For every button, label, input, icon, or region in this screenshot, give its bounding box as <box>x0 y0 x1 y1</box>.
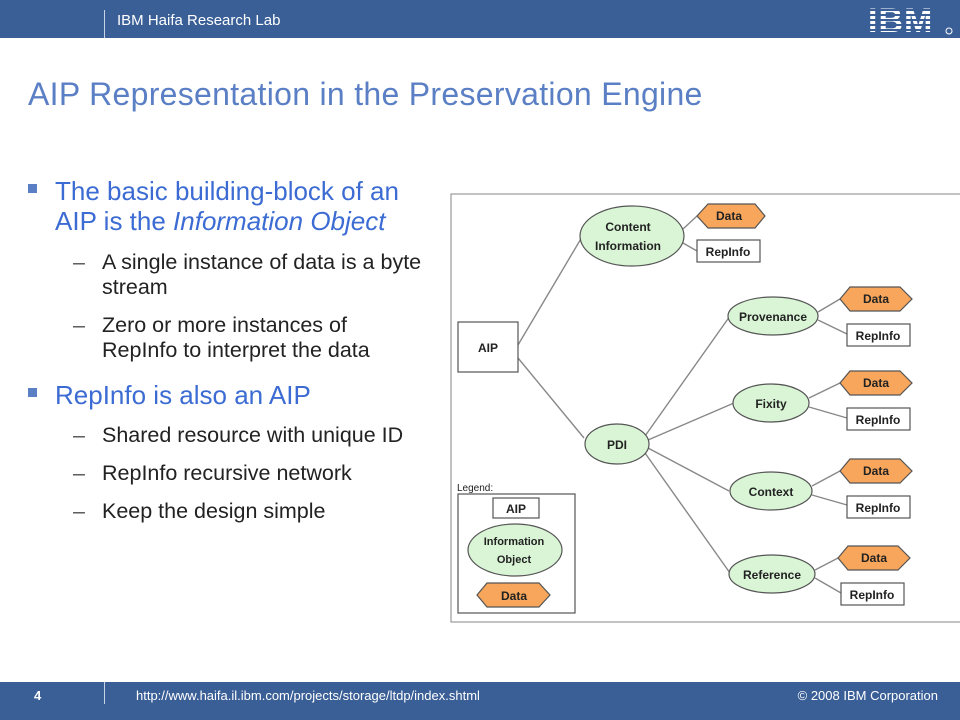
data-label: Data <box>863 292 889 306</box>
connector-lines <box>517 215 848 594</box>
sub-bullet-text: A single instance of data is a byte stre… <box>102 250 422 299</box>
reference-repinfo-node: RepInfo <box>840 582 905 606</box>
header-bar: IBM Haifa Research Lab IBM <box>0 0 960 38</box>
bullet-building-block: The basic building-block of an AIP is th… <box>28 176 428 236</box>
footer-bar: 4 http://www.haifa.il.ibm.com/projects/s… <box>0 682 960 720</box>
reference-data-node: Data <box>837 545 911 571</box>
sub-bullet-text: Zero or more instances of RepInfo to int… <box>102 313 370 362</box>
dash-icon: – <box>73 499 85 523</box>
repinfo-label: RepInfo <box>706 245 751 259</box>
aip-diagram: AIP Content Information Data RepInfo PDI… <box>450 193 960 623</box>
sub-bullet-recursive: – RepInfo recursive network <box>28 461 428 486</box>
content-repinfo-node: RepInfo <box>696 239 761 263</box>
bullet-text: The basic building-block of an AIP is th… <box>55 176 399 236</box>
copyright: © 2008 IBM Corporation <box>797 688 938 703</box>
dash-icon: – <box>73 461 85 485</box>
repinfo-label: RepInfo <box>856 329 901 343</box>
legend-aip-box <box>492 497 540 519</box>
pdi-label: PDI <box>607 438 627 452</box>
square-bullet-icon <box>28 184 37 193</box>
content-information-node: Content Information <box>579 205 685 267</box>
bullet-text: RepInfo is also an AIP <box>55 380 311 410</box>
provenance-label: Provenance <box>739 310 807 324</box>
sub-bullet-text: RepInfo recursive network <box>102 461 352 485</box>
context-repinfo-node: RepInfo <box>846 495 911 519</box>
sub-bullet-simple: – Keep the design simple <box>28 499 428 524</box>
bullet-content: The basic building-block of an AIP is th… <box>28 176 428 524</box>
legend-data-label: Data <box>501 589 527 603</box>
context-node: Context <box>729 471 813 511</box>
sub-bullet-shared: – Shared resource with unique ID <box>28 423 428 448</box>
fixity-node: Fixity <box>732 383 810 423</box>
legend: Legend: AIP Information Object Data <box>457 483 576 614</box>
lab-name: IBM Haifa Research Lab <box>117 12 281 29</box>
dash-icon: – <box>73 313 85 337</box>
repinfo-label: RepInfo <box>850 588 895 602</box>
square-bullet-icon <box>28 388 37 397</box>
sub-bullet-text: Keep the design simple <box>102 499 326 523</box>
aip-node-label: AIP <box>478 341 498 355</box>
sub-bullet-text: Shared resource with unique ID <box>102 423 404 447</box>
context-data-node: Data <box>839 458 913 484</box>
aip-node: AIP <box>457 321 519 373</box>
ibm-logo: IBM <box>866 2 954 36</box>
reference-label: Reference <box>743 568 801 582</box>
provenance-repinfo-node: RepInfo <box>846 323 911 347</box>
pdi-node: PDI <box>584 423 650 465</box>
legend-io-line1: Information <box>484 536 545 548</box>
legend-aip-label: AIP <box>506 502 526 516</box>
fixity-repinfo-node: RepInfo <box>846 407 911 431</box>
fixity-data-node: Data <box>839 370 913 396</box>
legend-title: Legend: <box>457 483 493 494</box>
context-label: Context <box>749 485 794 499</box>
data-label: Data <box>863 464 889 478</box>
repinfo-label: RepInfo <box>856 413 901 427</box>
header-divider <box>104 10 105 38</box>
dash-icon: – <box>73 250 85 274</box>
provenance-data-node: Data <box>839 286 913 312</box>
provenance-node: Provenance <box>727 296 819 336</box>
legend-io-ellipse <box>467 523 563 577</box>
legend-data-shape <box>476 582 551 608</box>
legend-io-line2: Object <box>497 554 532 566</box>
bullet-emphasis: Information Object <box>173 206 386 236</box>
slide-title: AIP Representation in the Preservation E… <box>28 76 703 112</box>
data-label: Data <box>863 376 889 390</box>
content-info-line1: Content <box>605 220 650 234</box>
footer-url[interactable]: http://www.haifa.il.ibm.com/projects/sto… <box>136 688 480 703</box>
data-label: Data <box>716 209 742 223</box>
content-info-line2: Information <box>595 239 661 253</box>
page-number: 4 <box>34 688 42 703</box>
sub-bullet-repinfo: – Zero or more instances of RepInfo to i… <box>28 313 428 363</box>
footer-divider <box>104 682 105 704</box>
content-data-node: Data <box>696 203 766 229</box>
reference-node: Reference <box>728 554 816 594</box>
bullet-repinfo-aip: RepInfo is also an AIP <box>28 380 428 410</box>
sub-bullet-byte-stream: – A single instance of data is a byte st… <box>28 250 428 300</box>
fixity-label: Fixity <box>755 397 787 411</box>
repinfo-label: RepInfo <box>856 501 901 515</box>
dash-icon: – <box>73 423 85 447</box>
data-label: Data <box>861 551 887 565</box>
